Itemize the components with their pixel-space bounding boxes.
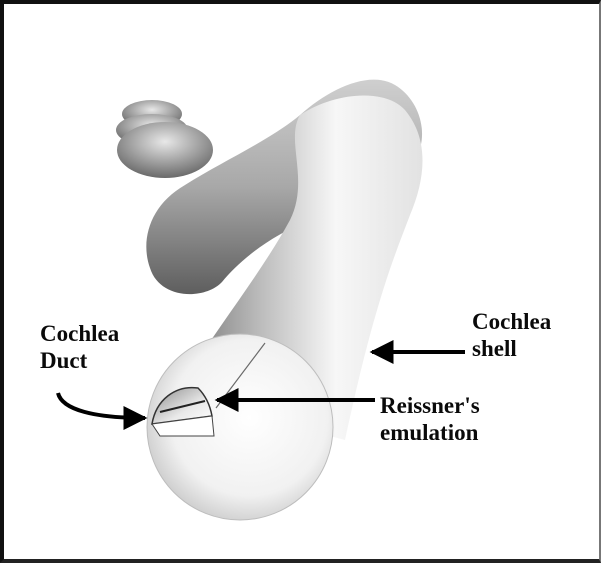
cochlea-duct-label-line1: Cochlea <box>40 320 119 347</box>
reissner-label: Reissner's emulation <box>380 392 480 446</box>
cochlea-shell-label: Cochlea shell <box>472 308 551 362</box>
reissner-label-line1: Reissner's <box>380 392 480 419</box>
apex-turns <box>116 100 213 178</box>
cochlea-duct-label: Cochlea Duct <box>40 320 119 374</box>
cochlea-shell-label-line1: Cochlea <box>472 308 551 335</box>
cochlea-shell-label-line2: shell <box>472 335 551 362</box>
cochlea-duct-arrow <box>58 393 145 418</box>
cochlea-duct-label-line2: Duct <box>40 347 119 374</box>
reissner-label-line2: emulation <box>380 419 480 446</box>
